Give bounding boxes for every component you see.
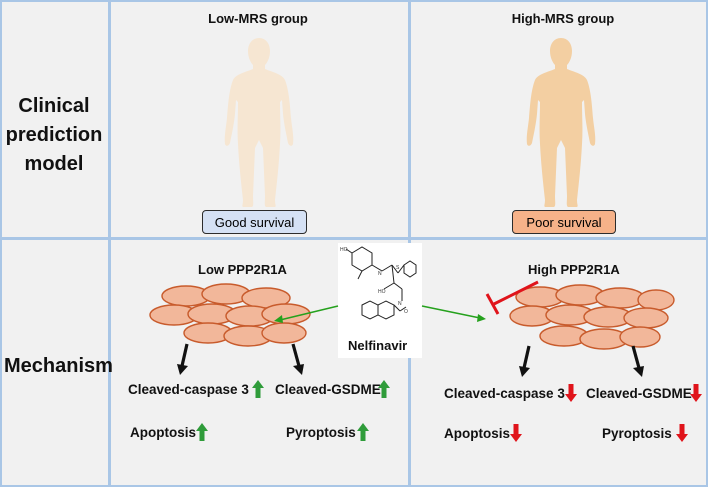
molecule-structure-panel: HO N S HO N O Nelfinavir bbox=[338, 243, 422, 358]
svg-text:N: N bbox=[398, 301, 402, 307]
up-arrow-icon bbox=[252, 380, 264, 398]
low-cleaved-caspase3-label: Cleaved-caspase 3 bbox=[128, 382, 249, 397]
grid-right-border bbox=[706, 0, 708, 487]
good-survival-box: Good survival bbox=[202, 210, 307, 234]
grid-top-border bbox=[0, 0, 708, 2]
low-right-down-arrow-icon bbox=[291, 343, 304, 375]
nelfinavir-label: Nelfinavir bbox=[348, 338, 408, 353]
row-label-mechanism: Mechanism bbox=[4, 355, 113, 377]
human-silhouette-icon bbox=[526, 38, 596, 207]
poor-survival-box: Poor survival bbox=[512, 210, 616, 234]
svg-text:O: O bbox=[404, 309, 408, 315]
up-arrow-icon bbox=[357, 423, 369, 441]
inhibition-icon bbox=[485, 280, 539, 315]
low-cleaved-gsdme-label: Cleaved-GSDME bbox=[275, 382, 381, 397]
tumor-cells-icon bbox=[149, 283, 311, 347]
low-mrs-group-heading: Low-MRS group bbox=[208, 11, 308, 26]
grid-divider-row bbox=[0, 237, 708, 240]
up-arrow-icon bbox=[378, 380, 390, 398]
low-apoptosis-label: Apoptosis bbox=[130, 425, 196, 440]
high-ppp2r1a-label: High PPP2R1A bbox=[528, 262, 620, 277]
down-arrow-icon bbox=[565, 384, 577, 402]
high-pyroptosis-label: Pyroptosis bbox=[602, 426, 672, 441]
svg-text:HO: HO bbox=[340, 247, 348, 253]
grid-divider-col1 bbox=[108, 0, 111, 487]
high-left-down-arrow-icon bbox=[519, 345, 531, 377]
low-ppp2r1a-label: Low PPP2R1A bbox=[198, 262, 287, 277]
high-cleaved-gsdme-label: Cleaved-GSDME bbox=[586, 386, 692, 401]
row-label-clinical: Clinical prediction model bbox=[5, 95, 103, 175]
human-silhouette-icon bbox=[224, 38, 294, 207]
drug-to-high-arrow-icon bbox=[421, 305, 486, 322]
high-cleaved-caspase3-label: Cleaved-caspase 3 bbox=[444, 386, 565, 401]
grid-bottom-border bbox=[0, 485, 708, 487]
molecule-structure-icon: HO N S HO N O bbox=[340, 246, 417, 320]
high-mrs-group-heading: High-MRS group bbox=[511, 11, 615, 26]
low-left-down-arrow-icon bbox=[177, 343, 189, 375]
up-arrow-icon bbox=[196, 423, 208, 441]
grid-left-border bbox=[0, 0, 2, 487]
high-apoptosis-label: Apoptosis bbox=[444, 426, 510, 441]
svg-text:S: S bbox=[396, 265, 400, 271]
down-arrow-icon bbox=[690, 384, 702, 402]
down-arrow-icon bbox=[510, 424, 522, 442]
down-arrow-icon bbox=[676, 424, 688, 442]
svg-text:HO: HO bbox=[378, 289, 386, 295]
high-right-down-arrow-icon bbox=[631, 345, 644, 377]
tumor-cells-icon bbox=[509, 284, 675, 350]
drug-to-low-arrow-icon bbox=[274, 305, 339, 323]
low-pyroptosis-label: Pyroptosis bbox=[286, 425, 356, 440]
svg-text:N: N bbox=[378, 271, 382, 277]
